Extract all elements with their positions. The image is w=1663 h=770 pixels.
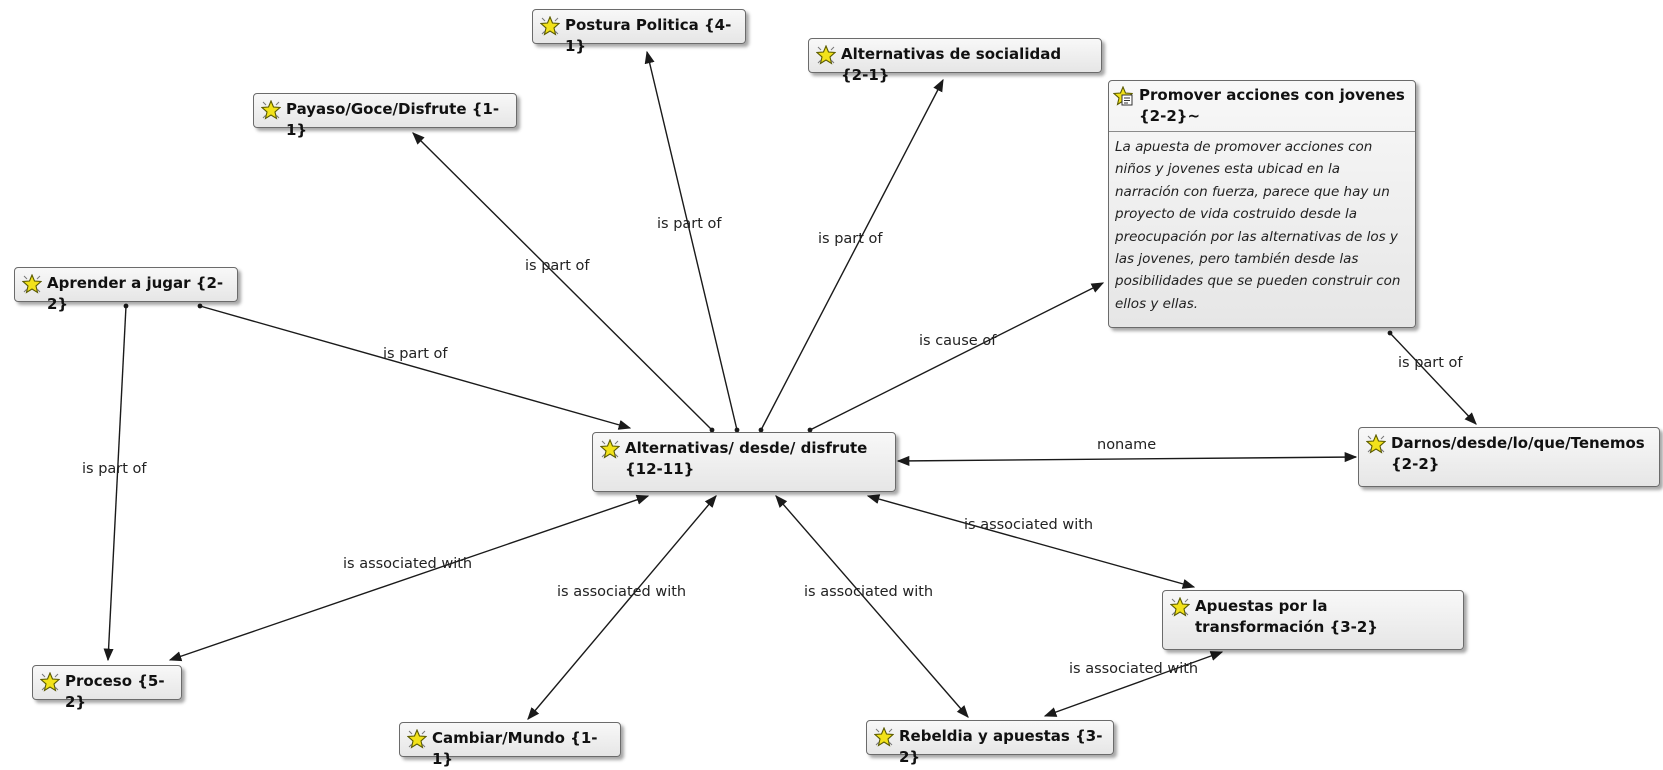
- code-star-icon: [22, 274, 42, 294]
- edge-label-payaso: is part of: [525, 258, 590, 274]
- edge-label-postura: is part of: [657, 216, 722, 232]
- memo-text: La apuesta de promover acciones con niño…: [1115, 139, 1401, 312]
- edge-label-rebeldia-apuestas: is associated with: [1069, 661, 1199, 677]
- code-star-icon: [874, 727, 894, 747]
- edge-central-payaso: [412, 132, 713, 431]
- edge-label-rebeldia: is associated with: [804, 584, 934, 600]
- edge-central-darnos: [896, 452, 1358, 466]
- node-promover-acciones-memo[interactable]: Promover acciones con jovenes {2-2}~ La …: [1108, 80, 1416, 328]
- node-label: Postura Politica {4-1}: [565, 16, 732, 55]
- node-aprender-a-jugar[interactable]: Aprender a jugar {2-2}: [14, 267, 238, 313]
- node-alternativas-socialidad[interactable]: Alternativas de socialidad {2-1}: [808, 38, 1102, 84]
- node-label: Aprender a jugar {2-2}: [47, 274, 224, 313]
- node-label: Apuestas por la transformación {3-2}: [1195, 597, 1378, 636]
- node-postura-politica[interactable]: Postura Politica {4-1}: [532, 9, 746, 55]
- edge-label-promover: is cause of: [919, 333, 997, 349]
- edge-rebeldia-apuestas: [1043, 651, 1224, 717]
- code-star-icon: [540, 16, 560, 36]
- edge-aprender-central: [199, 305, 632, 430]
- edge-label-proceso: is associated with: [343, 556, 473, 572]
- code-star-icon: [600, 439, 620, 459]
- edge-central-proceso: [168, 494, 650, 662]
- node-label: Alternativas/ desde/ disfrute {12-11}: [625, 439, 868, 478]
- code-star-icon: [1170, 597, 1190, 617]
- memo-header: Promover acciones con jovenes {2-2}~: [1109, 81, 1415, 132]
- node-darnos-desde-lo-que-tenemos[interactable]: Darnos/desde/lo/que/Tenemos {2-2}: [1358, 427, 1660, 487]
- edge-aprender-proceso: [103, 305, 127, 662]
- node-apuestas-transformacion[interactable]: Apuestas por la transformación {3-2}: [1162, 590, 1464, 650]
- node-central-alternativas-disfrute[interactable]: Alternativas/ desde/ disfrute {12-11}: [592, 432, 896, 492]
- code-star-icon: [261, 100, 281, 120]
- memo-code-icon: [1113, 86, 1133, 106]
- edge-label-socialidad: is part of: [818, 231, 883, 247]
- edge-central-rebeldia: [775, 495, 969, 718]
- node-label: Payaso/Goce/Disfrute {1-1}: [286, 100, 500, 139]
- edge-label-cambiar: is associated with: [557, 584, 687, 600]
- code-star-icon: [1366, 434, 1386, 454]
- node-cambiar-mundo[interactable]: Cambiar/Mundo {1-1}: [399, 722, 621, 768]
- node-rebeldia-apuestas[interactable]: Rebeldia y apuestas {3-2}: [866, 720, 1114, 766]
- edge-label-aprender-central: is part of: [383, 346, 448, 362]
- edge-central-cambiar: [527, 495, 717, 720]
- node-payaso-goce-disfrute[interactable]: Payaso/Goce/Disfrute {1-1}: [253, 93, 517, 139]
- edge-central-postura: [644, 50, 738, 431]
- node-proceso[interactable]: Proceso {5-2}: [32, 665, 182, 711]
- edge-central-promover: [809, 282, 1105, 431]
- edge-promover-darnos: [1389, 332, 1477, 425]
- edge-central-socialidad: [760, 78, 944, 431]
- edge-label-promover-darnos: is part of: [1398, 355, 1463, 371]
- node-label: Darnos/desde/lo/que/Tenemos {2-2}: [1391, 434, 1645, 473]
- code-star-icon: [40, 672, 60, 692]
- node-label: Proceso {5-2}: [65, 672, 165, 711]
- edge-label-darnos: noname: [1097, 437, 1157, 453]
- node-label: Rebeldia y apuestas {3-2}: [899, 727, 1103, 766]
- edge-central-apuestas: [866, 494, 1196, 589]
- node-label: Alternativas de socialidad {2-1}: [841, 45, 1062, 84]
- edge-label-apuestas: is associated with: [964, 517, 1094, 533]
- edge-label-aprender-proceso: is part of: [82, 461, 147, 477]
- code-star-icon: [816, 45, 836, 65]
- memo-title: Promover acciones con jovenes {2-2}~: [1139, 86, 1405, 125]
- code-star-icon: [407, 729, 427, 749]
